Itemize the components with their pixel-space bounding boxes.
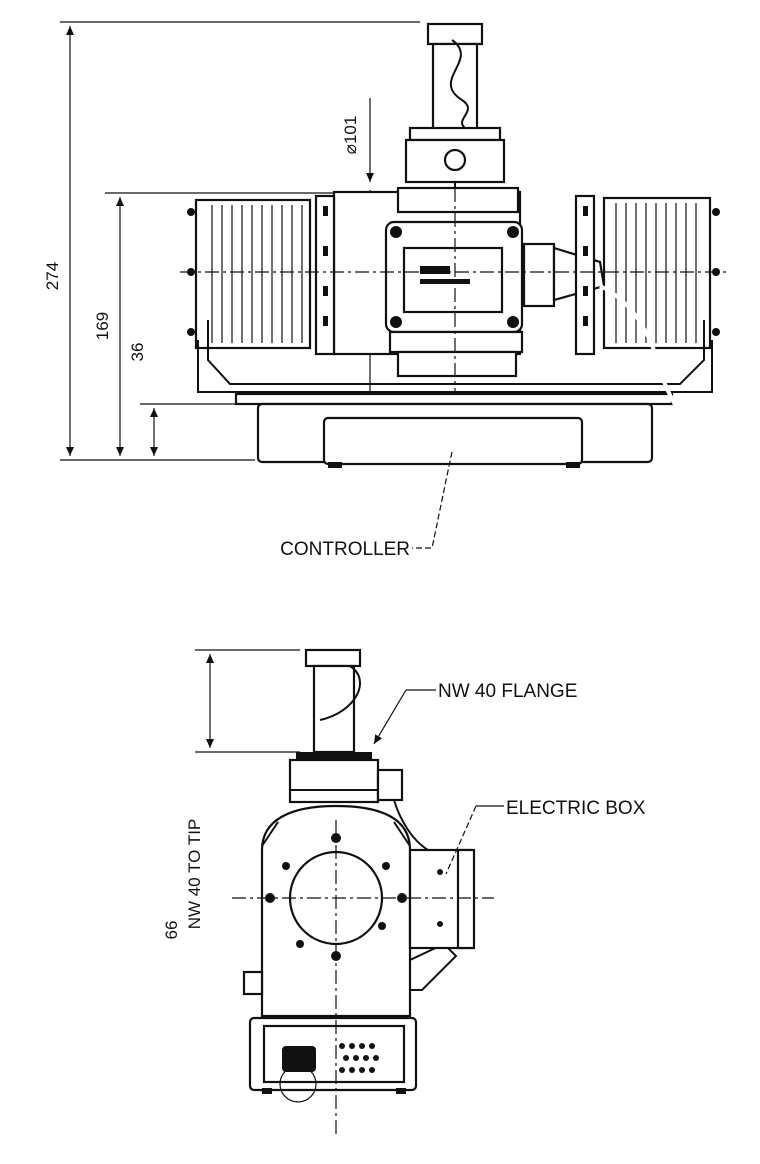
right-cryo-array: [574, 194, 720, 356]
dimension-274: 274: [43, 21, 420, 461]
dimension-label-169: 169: [93, 312, 112, 340]
controller-unit: [256, 402, 654, 468]
side-main-body: [242, 804, 458, 1018]
left-cryo-array: [187, 194, 336, 356]
electric-box-label: ELECTRIC BOX: [506, 798, 646, 819]
dimension-label-274: 274: [43, 262, 62, 290]
dimension-nw40-to-tip: 66 NW 40 TO TIP: [162, 649, 300, 940]
dimension-label-36: 36: [128, 343, 147, 362]
pump-housing: [332, 186, 606, 378]
side-cold-head: [288, 648, 429, 851]
flange-callout: NW 40 FLANGE: [373, 681, 577, 745]
side-view: 66 NW 40 TO TIP: [162, 648, 646, 1136]
controller-label: CONTROLLER: [280, 539, 410, 560]
dimension-label-diameter-101: ⌀101: [341, 116, 360, 155]
controller-callout: CONTROLLER: [280, 451, 453, 560]
side-controller-base: [248, 1016, 418, 1103]
electric-box-callout: ELECTRIC BOX: [445, 798, 646, 875]
electric-box: [408, 848, 476, 950]
dimension-169: 169: [93, 192, 335, 456]
front-view: 274 169 36 ⌀101: [43, 21, 730, 560]
dimension-caption-nw40-to-tip: NW 40 TO TIP: [185, 819, 204, 930]
cold-head-tube: [404, 22, 506, 215]
dimension-label-66: 66: [162, 921, 181, 940]
flange-label: NW 40 FLANGE: [438, 681, 577, 702]
